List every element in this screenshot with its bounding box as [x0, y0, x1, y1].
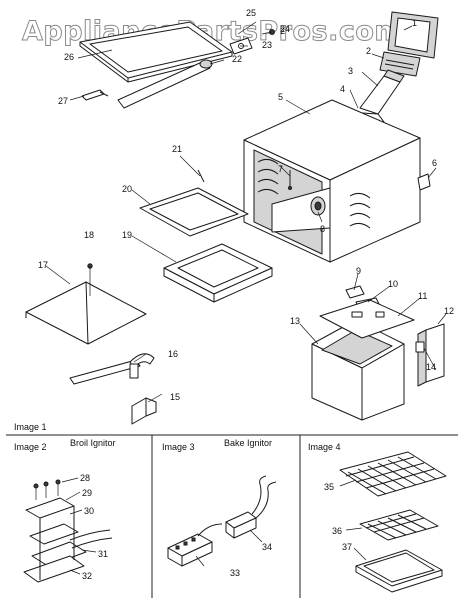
- part-17-flame-spreader: [25, 281, 147, 345]
- broiler-pan-37: [355, 549, 443, 593]
- callout-21: 21: [172, 144, 182, 154]
- callout-17: 17: [38, 260, 48, 270]
- part-1-vent-trim: [387, 11, 439, 59]
- callouts-image3: 33 34: [230, 542, 272, 578]
- panel-frames: [6, 434, 458, 598]
- part-26-broil-tray: [79, 21, 233, 83]
- part-11-panel: [319, 299, 415, 339]
- callout-10: 10: [388, 279, 398, 289]
- part-24-screw: [269, 29, 275, 35]
- part-9-clip: [345, 285, 365, 299]
- callout-15: 15: [170, 392, 180, 402]
- part-16-bake-burner: [69, 353, 155, 385]
- part-6-bracket: [417, 173, 431, 191]
- part-3-vent-duct: [359, 69, 405, 115]
- part-20-oven-bottom: [139, 187, 249, 237]
- callouts-image1: 1 2 2 3 4 5 6 7 8 9 10 11 12 13 14 15 16…: [38, 8, 454, 402]
- panel-title-image2: Broil Ignitor: [70, 438, 116, 448]
- callout-5: 5: [278, 92, 283, 102]
- part-21-clip: [197, 169, 205, 183]
- broiler-insert-36: [359, 509, 439, 541]
- callout-33: 33: [230, 568, 240, 578]
- callout-7: 7: [278, 164, 283, 174]
- panel-label-image2: Image 2: [14, 442, 47, 452]
- broil-ignitor-assembly: [23, 479, 113, 583]
- callout-1: 1: [412, 18, 417, 28]
- callout-36: 36: [332, 526, 342, 536]
- part-5-oven-cavity: [243, 99, 421, 263]
- callout-35: 35: [324, 482, 334, 492]
- callout-27: 27: [58, 96, 68, 106]
- callout-30: 30: [84, 506, 94, 516]
- panel-label-image1: Image 1: [14, 422, 47, 432]
- callout-9: 9: [356, 266, 361, 276]
- callout-18: 18: [84, 230, 94, 240]
- callout-11: 11: [418, 291, 427, 301]
- callout-8: 8: [320, 224, 325, 234]
- callout-12: 12: [444, 306, 454, 316]
- callout-22: 22: [232, 54, 242, 64]
- callout-14: 14: [426, 362, 436, 372]
- callout-37: 37: [342, 542, 352, 552]
- part-7-sensor: [288, 170, 292, 190]
- part-22-broil-burner-tube: [117, 59, 213, 109]
- panel-label-image4: Image 4: [308, 442, 341, 452]
- callout-6: 6: [432, 158, 437, 168]
- callout-4: 4: [340, 84, 345, 94]
- part-18-bolt: [87, 263, 93, 296]
- callout-2b: 2: [280, 26, 285, 36]
- callout-25: 25: [246, 8, 256, 18]
- part-27-orifice-holder: [81, 89, 109, 101]
- bake-ignitor-assembly: [167, 475, 277, 567]
- callout-24: 24: [280, 24, 290, 34]
- callout-32: 32: [82, 571, 92, 581]
- callout-16: 16: [168, 349, 178, 359]
- callout-2a: 2: [366, 46, 371, 56]
- callout-28: 28: [80, 473, 90, 483]
- callout-20: 20: [122, 184, 132, 194]
- part-13-housing: [311, 319, 405, 421]
- leader-lines-image4: [339, 479, 367, 561]
- callout-19: 19: [122, 230, 132, 240]
- leader-lines-image2: [61, 477, 97, 575]
- panel-label-image3: Image 3: [162, 442, 195, 452]
- callout-13: 13: [290, 316, 300, 326]
- callout-23: 23: [262, 40, 272, 50]
- part-8-oven-light: [310, 196, 326, 216]
- part-14-switch: [415, 341, 425, 353]
- part-15-bracket: [131, 397, 157, 425]
- part-2-vent-grille: [379, 51, 421, 77]
- callout-26: 26: [64, 52, 74, 62]
- callouts-image4: 35 36 37: [324, 482, 352, 552]
- part-19-burner-box: [163, 243, 273, 303]
- panel-title-image3: Bake Ignitor: [224, 438, 272, 448]
- part-12-control-box: [417, 323, 445, 387]
- leader-lines-image3: [195, 529, 263, 567]
- callout-34: 34: [262, 542, 272, 552]
- oven-rack-35: [339, 451, 447, 497]
- leader-lines-image1: [45, 21, 447, 403]
- callout-31: 31: [98, 549, 108, 559]
- callout-29: 29: [82, 488, 92, 498]
- callout-3: 3: [348, 66, 353, 76]
- callouts-image2: 28 29 30 31 32: [80, 473, 108, 581]
